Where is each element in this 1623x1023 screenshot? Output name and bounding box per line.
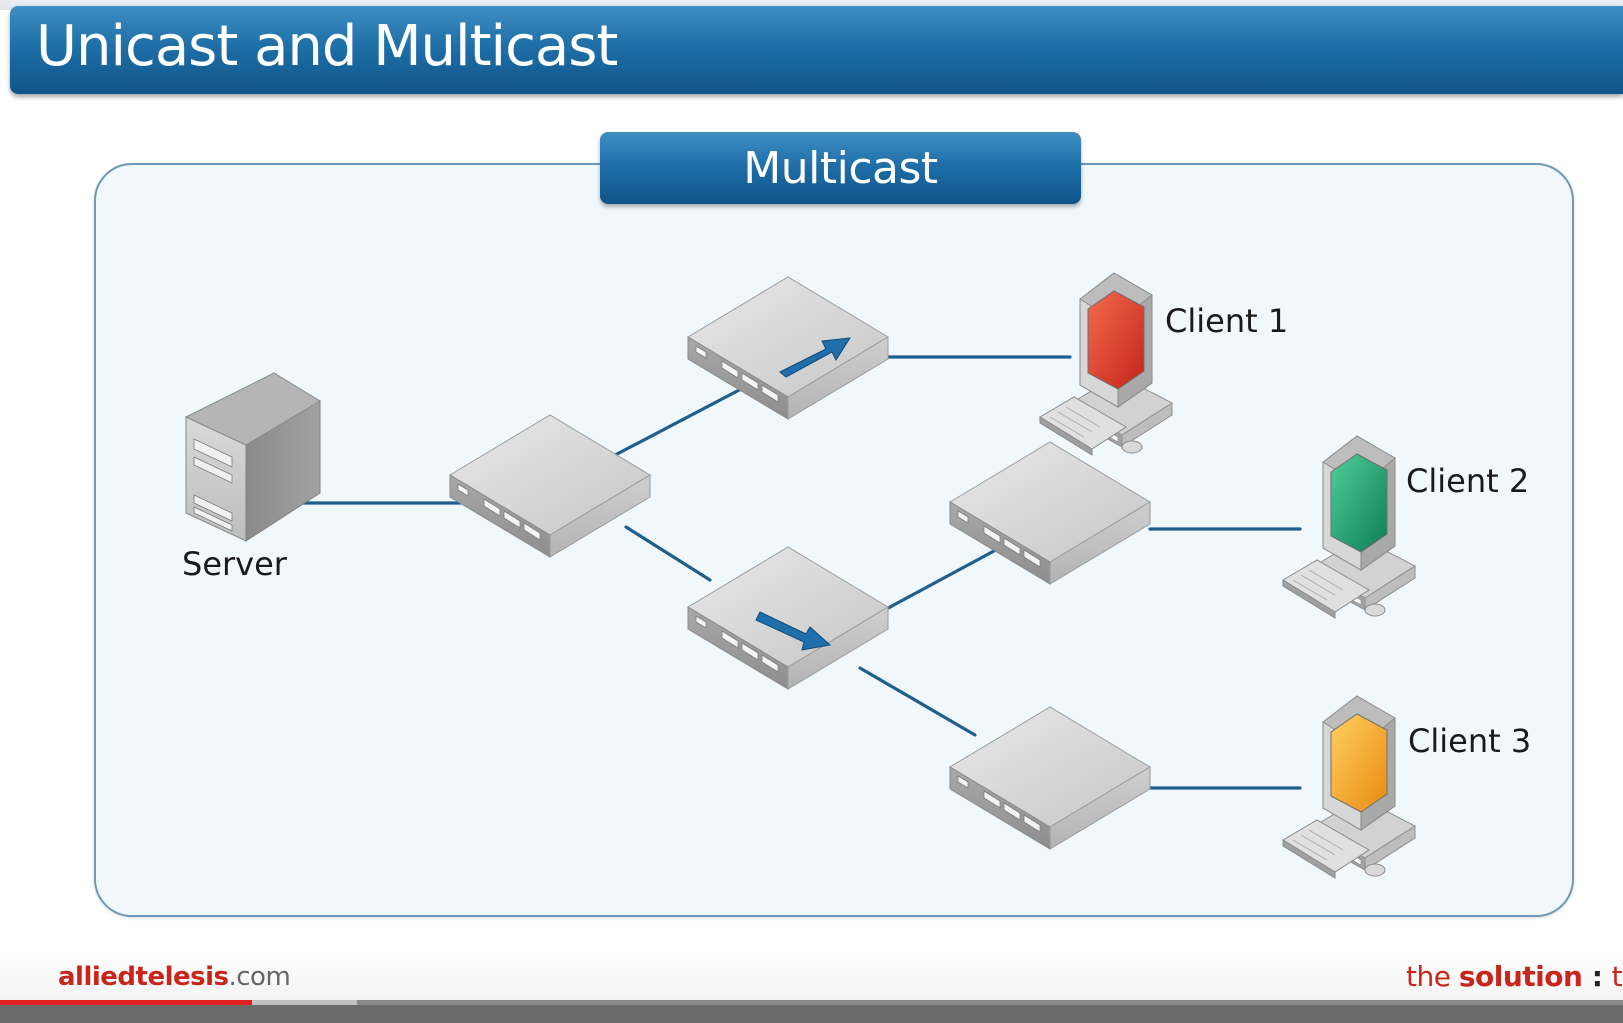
switch-core-icon [449, 414, 651, 558]
switch-right-upper-icon [949, 441, 1151, 585]
tagline-bold: solution [1458, 960, 1583, 993]
section-tab: Multicast [600, 132, 1081, 204]
client2-label: Client 2 [1406, 462, 1530, 500]
section-label: Multicast [743, 142, 938, 194]
video-progress-bar[interactable] [0, 1000, 1623, 1005]
forward-arrow-upper-icon [779, 337, 851, 378]
forward-arrow-middle-icon [755, 611, 832, 651]
tagline: the solution : th [1406, 960, 1623, 993]
server-label: Server [182, 545, 287, 583]
client3-label: Client 3 [1408, 722, 1532, 760]
title-bar: Unicast and Multicast [10, 6, 1623, 94]
slide-footer [0, 950, 1623, 1000]
top-strip [0, 0, 1623, 10]
client3-screen [1330, 713, 1388, 813]
video-progress-fill [0, 1000, 252, 1005]
switch-middle-icon [687, 546, 889, 690]
player-controls [0, 1005, 1623, 1023]
client1-label: Client 1 [1165, 302, 1289, 340]
brand-suffix: .com [228, 962, 291, 992]
link-middle-rightlower [858, 666, 977, 737]
client2-screen [1330, 453, 1388, 553]
tagline-lead: the [1406, 960, 1459, 993]
client1-screen [1087, 290, 1145, 390]
switch-upper-icon [687, 276, 889, 420]
tagline-tail: th [1611, 960, 1623, 993]
link-core-upper [598, 376, 764, 465]
client1-computer-icon [1039, 272, 1173, 456]
brand-logo: alliedtelesis.com [58, 962, 291, 992]
brand-main: alliedtelesis [58, 962, 229, 992]
client3-computer-icon [1282, 695, 1416, 879]
switch-right-lower-icon [949, 706, 1151, 850]
tagline-separator: : [1582, 960, 1612, 993]
slide-title: Unicast and Multicast [36, 14, 618, 79]
link-core-middle [624, 525, 712, 582]
server-icon [184, 372, 321, 542]
client2-computer-icon [1282, 435, 1416, 619]
